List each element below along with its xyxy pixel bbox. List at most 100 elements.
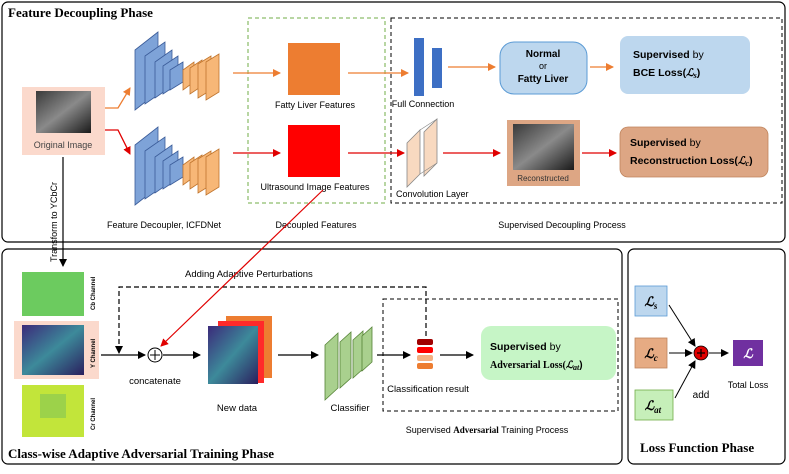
total-loss-box [733, 340, 763, 366]
reconstructed-image [513, 124, 574, 170]
recon-by-word: by [690, 137, 702, 149]
transform-label: Transform to YCbCr [49, 182, 59, 262]
result-bar-2 [417, 347, 433, 353]
loss-title: Loss Function Phase [640, 440, 754, 455]
cb-channel-label: Cb Channel [91, 276, 97, 310]
total-loss-label: Total Loss [728, 380, 769, 390]
loss-lat-box [634, 389, 674, 421]
bce-loss-close: ) [697, 67, 701, 79]
recon-loss-close: ) [749, 155, 753, 167]
reconstruction-loss-box [619, 126, 769, 178]
adv-loss-sub: at [573, 363, 580, 372]
feature-decoupling-title: Feature Decoupling Phase [8, 5, 153, 20]
class-fatty-liver-label: Fatty Liver [518, 74, 569, 85]
decoupler-bottom [134, 126, 220, 206]
fatty-liver-features-label: Fatty Liver Features [275, 100, 356, 110]
adv-supervised-word: Supervised [490, 341, 547, 353]
original-image [36, 91, 91, 133]
adversarial-frame [1, 248, 623, 465]
recon-supervised-word: Supervised [630, 137, 687, 149]
arrow-ultrasound-to-concat [160, 189, 324, 347]
fatty-liver-features-block [288, 43, 340, 95]
supervised-adversarial-region [382, 298, 619, 412]
adv-loss-close: ) [579, 360, 582, 371]
bce-by-word: by [693, 49, 705, 61]
feature-decoupling-frame [1, 1, 786, 243]
new-data-layer-1 [208, 326, 258, 384]
bce-loss-box [620, 36, 750, 94]
add-label: add [693, 390, 710, 401]
conv-connector-b [419, 162, 438, 175]
decoupler-top [134, 31, 220, 111]
decoupler-caption: Feature Decoupler, ICFDNet [107, 220, 222, 230]
original-image-label: Original Image [34, 140, 93, 150]
result-bar-4 [417, 363, 433, 369]
full-connection-bar-1 [414, 38, 424, 96]
loss-frame [627, 248, 786, 465]
recon-loss-sub: c [746, 159, 750, 168]
result-bar-1 [417, 339, 433, 345]
bce-loss-symbol: ℒ [686, 67, 694, 79]
convolution-layer-label: Convolution Layer [396, 189, 469, 199]
recon-loss-line: Reconstruction Loss(ℒc) [630, 155, 753, 168]
full-connection-bar-2 [432, 48, 442, 88]
loss-lc-symbol: ℒ [644, 346, 654, 361]
bce-loss-text: BCE Loss( [633, 67, 687, 79]
arrow-ls-to-add [668, 304, 696, 347]
adv-loss-line: Adversarial Loss(ℒat) [490, 360, 583, 372]
adv-by-word: by [550, 341, 562, 353]
concatenate-label: concatenate [129, 376, 181, 387]
supervised-adversarial-caption: Supervised Adversarial Training Process [406, 425, 569, 435]
adversarial-loss-box [481, 326, 616, 380]
class-normal-label: Normal [526, 49, 561, 60]
arrow-lat-to-add [674, 360, 696, 399]
loss-lat-symbol: ℒ [645, 398, 655, 413]
total-loss-symbol: ℒ [743, 346, 753, 361]
loss-ls-sub: s [653, 301, 658, 311]
arrow-orig-to-decoupler-top [105, 87, 131, 109]
adv-loss-symbol: ℒ [566, 360, 574, 371]
supervised-decoupling-caption: Supervised Decoupling Process [498, 220, 626, 230]
class-output-box [499, 41, 588, 95]
ultrasound-features-label: Ultrasound Image Features [260, 182, 370, 192]
new-data-label: New data [217, 403, 258, 414]
adv-caption-suffix: Training Process [499, 425, 569, 435]
loss-ls-symbol: ℒ [645, 294, 655, 309]
classification-result-label: Classification result [387, 384, 469, 395]
supervised-decoupling-region [390, 17, 783, 204]
arrow-orig-to-decoupler-bottom [105, 129, 131, 155]
adaptive-perturbation-path [118, 286, 427, 352]
adv-loss-text: Adversarial Loss( [490, 360, 567, 371]
bce-loss-line: BCE Loss(ℒs) [633, 67, 700, 80]
classifier-block [324, 326, 373, 401]
loss-lat-text: ℒat [645, 398, 662, 415]
ultrasound-features-block [288, 125, 340, 177]
y-channel-label: Y Channel [91, 338, 97, 368]
conv-connector-a [419, 118, 438, 131]
classifier-label: Classifier [330, 403, 369, 414]
loss-ls-text: ℒs [645, 294, 658, 311]
adversarial-title: Class-wise Adaptive Adversarial Training… [8, 446, 274, 461]
decoupled-features-caption: Decoupled Features [275, 220, 357, 230]
cr-channel-label: Cr Channel [91, 398, 97, 430]
result-bar-3 [417, 355, 433, 361]
loss-lc-text: ℒc [644, 346, 657, 363]
bce-loss-sub: s [693, 71, 697, 80]
adv-caption-prefix: Supervised [406, 425, 454, 435]
cb-channel-image [22, 272, 84, 316]
full-connection-label: Full Connection [392, 99, 455, 109]
adaptive-perturbations-label: Adding Adaptive Perturbations [185, 269, 313, 280]
cr-channel-detail [40, 394, 66, 418]
conv-layer-1 [406, 129, 421, 188]
recon-loss-text: Reconstruction Loss( [630, 155, 738, 167]
bce-supervised-word: Supervised [633, 49, 690, 61]
reconstructed-label: Reconstructed [517, 174, 569, 183]
y-channel-image [22, 325, 84, 375]
class-or-label: or [539, 61, 547, 71]
adv-caption-bold: Adversarial [453, 425, 499, 435]
loss-lc-box [634, 337, 668, 369]
